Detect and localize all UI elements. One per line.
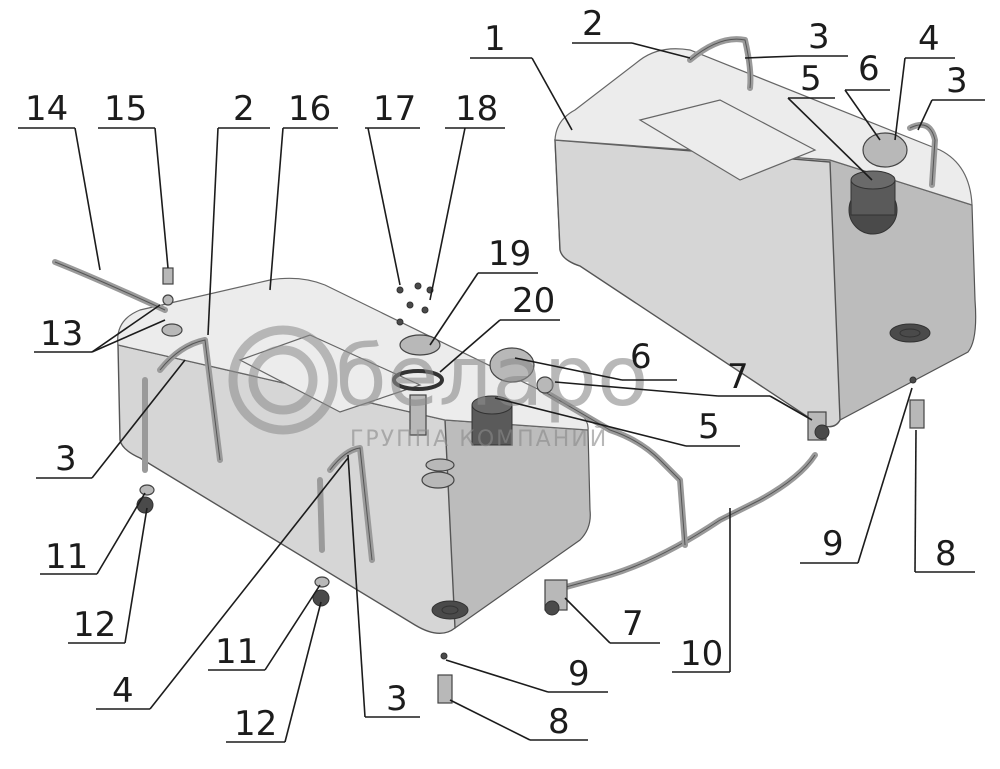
fittings (136, 267, 925, 704)
callout-12-bottom: 12 (234, 704, 277, 744)
callout-5-mid: 5 (698, 407, 720, 447)
watermark: беларо ГРУППА КОМПАНИЙ (228, 325, 648, 452)
callout-15: 15 (104, 89, 147, 129)
callout-4-bottom: 4 (112, 671, 134, 711)
callout-1: 1 (484, 19, 506, 59)
callout-8-right: 8 (935, 534, 957, 574)
callout-10: 10 (680, 634, 723, 674)
callout-2-top: 2 (582, 4, 604, 44)
callouts: 1 2 3 4 3 5 6 14 15 2 (18, 4, 985, 744)
callout-3-top: 3 (808, 17, 830, 57)
callout-18: 18 (455, 89, 498, 129)
callout-16: 16 (288, 89, 331, 129)
callout-12-left: 12 (73, 605, 116, 645)
callout-7-right: 7 (727, 357, 749, 397)
callout-9-right: 9 (822, 524, 844, 564)
callout-3-left: 3 (55, 439, 77, 479)
callout-9-bottom: 9 (568, 654, 590, 694)
callout-6-top: 6 (858, 49, 880, 89)
callout-19: 19 (488, 234, 531, 274)
callout-13: 13 (40, 314, 83, 354)
callout-3-right: 3 (946, 61, 968, 101)
callout-7-bottom: 7 (622, 604, 644, 644)
callout-5-top: 5 (800, 59, 822, 99)
right-fuel-tank (554, 36, 977, 428)
fuel-lines (52, 259, 818, 593)
watermark-brand: беларо (335, 327, 648, 425)
callout-20: 20 (512, 281, 555, 321)
callout-14: 14 (25, 89, 68, 129)
callout-17: 17 (373, 89, 416, 129)
callout-6-mid: 6 (630, 337, 652, 377)
callout-11-bottom: 11 (215, 632, 258, 672)
callout-2-left: 2 (233, 89, 255, 129)
callout-3-bottom: 3 (386, 679, 408, 719)
callout-4-top: 4 (918, 19, 940, 59)
callout-8-bottom: 8 (548, 702, 570, 742)
watermark-subtitle: ГРУППА КОМПАНИЙ (350, 426, 608, 452)
callout-11-left: 11 (45, 537, 88, 577)
